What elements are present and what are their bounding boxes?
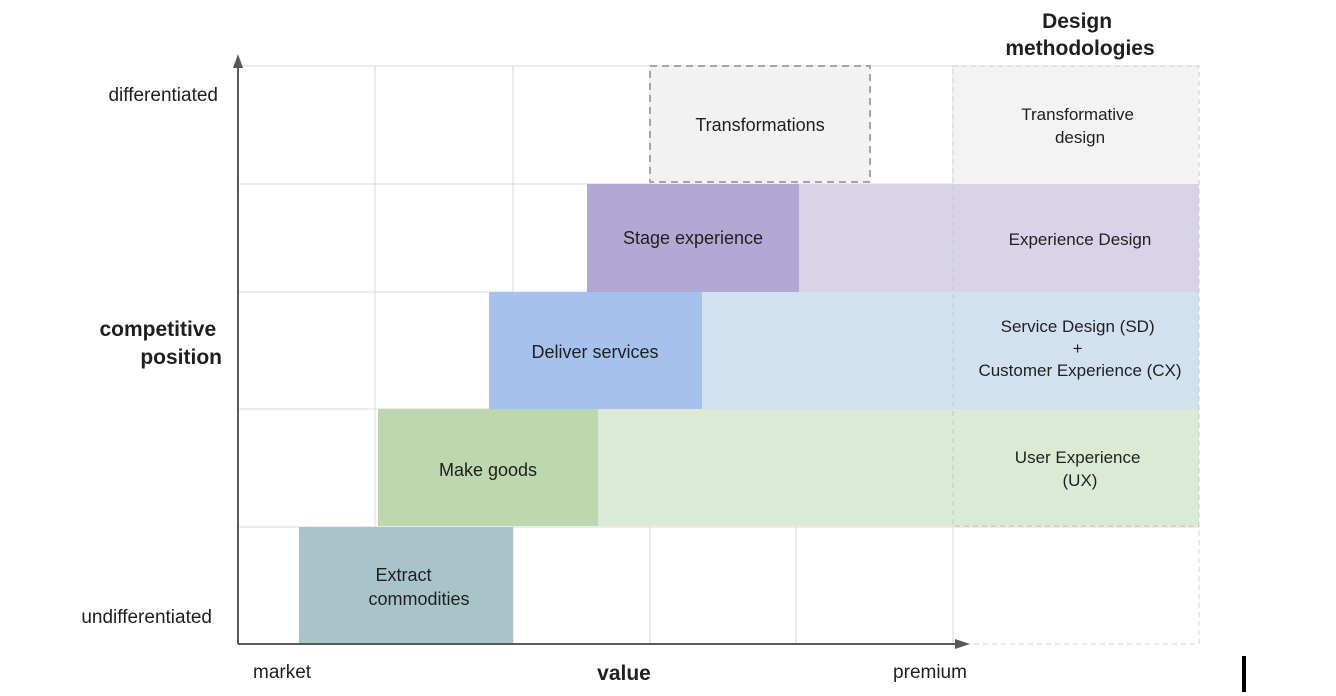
methodology-label-line: design [1055, 128, 1105, 147]
methodology-label-line: Experience Design [1009, 230, 1152, 249]
y-axis-label-line: position [140, 346, 222, 369]
stage-box-services [489, 292, 702, 409]
y-axis-label-line: competitive [99, 318, 216, 341]
methodology-label-line: User Experience [1015, 448, 1141, 467]
stage-label-transformations: Transformations [695, 115, 824, 135]
stage-box-experience [587, 184, 799, 292]
methodologies-title-line: methodologies [1005, 37, 1154, 60]
methodologies-title: Design methodologies [1005, 10, 1154, 60]
stage-label-experience: Stage experience [623, 228, 763, 248]
methodology-label-td: Transformative design [1021, 105, 1138, 147]
methodology-label-line: + [1073, 339, 1083, 358]
y-top-label: differentiated [108, 85, 218, 106]
y-axis-label: competitive position [99, 318, 222, 369]
methodology-label-line: (UX) [1063, 471, 1098, 490]
methodology-box-sd-cx [953, 292, 1199, 409]
stage-box-transformations [649, 65, 871, 183]
methodology-box-dashed-overlay [952, 65, 1200, 527]
stage-label-line: Stage experience [623, 228, 763, 248]
x-right-label: premium [893, 662, 967, 683]
stage-box-extract [299, 527, 513, 644]
stage-label-line: Make goods [439, 460, 537, 480]
methodology-label-sd-cx: Service Design (SD) + Customer Experienc… [978, 317, 1181, 380]
text-cursor [1242, 656, 1246, 692]
methodology-box-td [953, 66, 1199, 184]
methodology-label-xd: Experience Design [1009, 230, 1152, 249]
methodology-box-xd [953, 184, 1199, 292]
stage-label-line: Extract [375, 565, 431, 585]
stage-box-goods [378, 409, 598, 526]
x-axis-label: value [597, 662, 651, 685]
x-left-label: market [253, 662, 312, 683]
methodology-box-ux [953, 409, 1199, 526]
stage-label-goods: Make goods [439, 460, 537, 480]
methodology-label-line: Customer Experience (CX) [978, 361, 1181, 380]
stage-label-extract: Extract commodities [368, 565, 469, 609]
methodologies-title-line: Design [1042, 10, 1112, 33]
band-experience [799, 184, 953, 292]
band-services [702, 292, 953, 409]
methodology-label-ux: User Experience (UX) [1015, 448, 1145, 490]
y-axis-arrow [233, 54, 243, 68]
stage-label-line: Transformations [695, 115, 824, 135]
stage-label-line: commodities [368, 589, 469, 609]
x-axis-arrow [955, 639, 970, 649]
methodology-label-line: Transformative [1021, 105, 1134, 124]
stage-label-services: Deliver services [531, 342, 658, 362]
y-bottom-label: undifferentiated [81, 607, 212, 628]
stage-label-line: Deliver services [531, 342, 658, 362]
band-goods [598, 409, 953, 526]
methodology-label-line: Service Design (SD) [1001, 317, 1155, 336]
